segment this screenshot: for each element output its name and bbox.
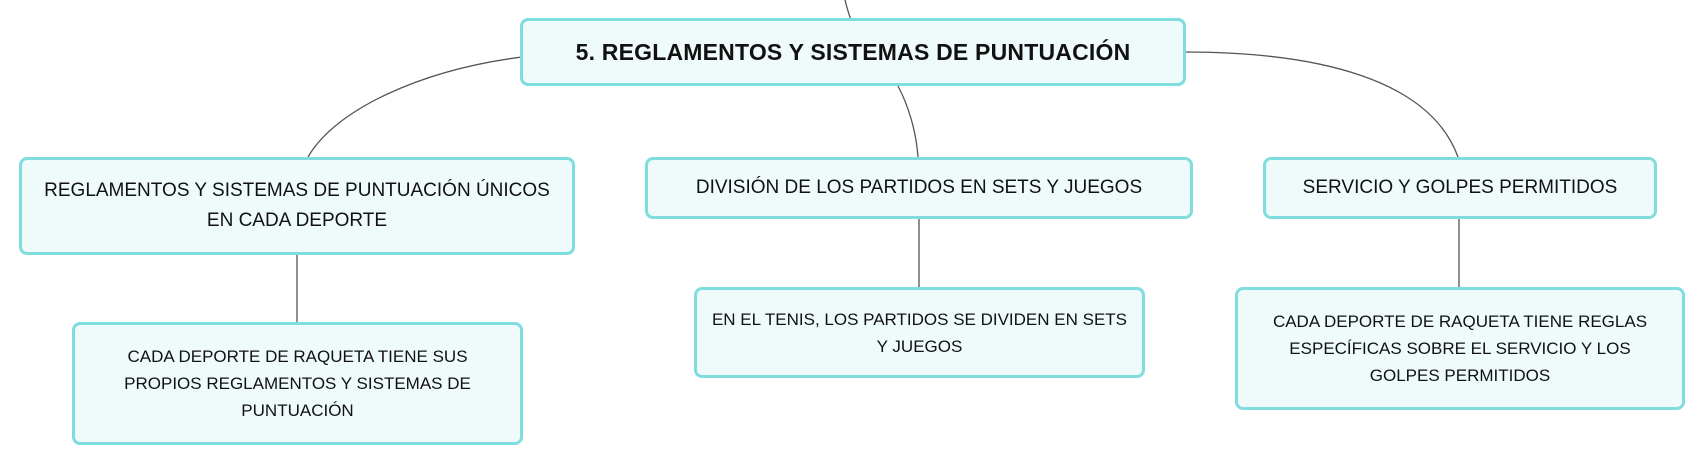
root-topic-label: 5. REGLAMENTOS Y SISTEMAS DE PUNTUACIÓN [575, 38, 1131, 65]
detail-label: CADA DEPORTE DE RAQUETA TIENE REGLAS ESP… [1272, 312, 1648, 385]
connector-root-to-branch-1 [307, 56, 523, 158]
connector-root-to-branch-2 [897, 85, 919, 158]
branch-node-unique-rules[interactable]: REGLAMENTOS Y SISTEMAS DE PUNTUACIÓN ÚNI… [19, 157, 575, 255]
branch-node-sets-and-games[interactable]: DIVISIÓN DE LOS PARTIDOS EN SETS Y JUEGO… [645, 157, 1193, 219]
detail-node-sets-and-games[interactable]: EN EL TENIS, LOS PARTIDOS SE DIVIDEN EN … [694, 287, 1145, 378]
connector-from-parent [844, 0, 852, 21]
root-topic-node[interactable]: 5. REGLAMENTOS Y SISTEMAS DE PUNTUACIÓN [520, 18, 1186, 86]
detail-node-serve-and-shots[interactable]: CADA DEPORTE DE RAQUETA TIENE REGLAS ESP… [1235, 287, 1685, 410]
branch-node-serve-and-shots[interactable]: SERVICIO Y GOLPES PERMITIDOS [1263, 157, 1657, 219]
detail-label: EN EL TENIS, LOS PARTIDOS SE DIVIDEN EN … [711, 309, 1128, 356]
branch-label: DIVISIÓN DE LOS PARTIDOS EN SETS Y JUEGO… [695, 177, 1143, 198]
branch-label: REGLAMENTOS Y SISTEMAS DE PUNTUACIÓN ÚNI… [44, 180, 550, 231]
branch-label: SERVICIO Y GOLPES PERMITIDOS [1302, 177, 1618, 198]
detail-label: CADA DEPORTE DE RAQUETA TIENE SUS PROPIO… [124, 347, 471, 420]
connector-root-to-branch-3 [1183, 51, 1459, 158]
detail-node-unique-rules[interactable]: CADA DEPORTE DE RAQUETA TIENE SUS PROPIO… [72, 322, 523, 445]
